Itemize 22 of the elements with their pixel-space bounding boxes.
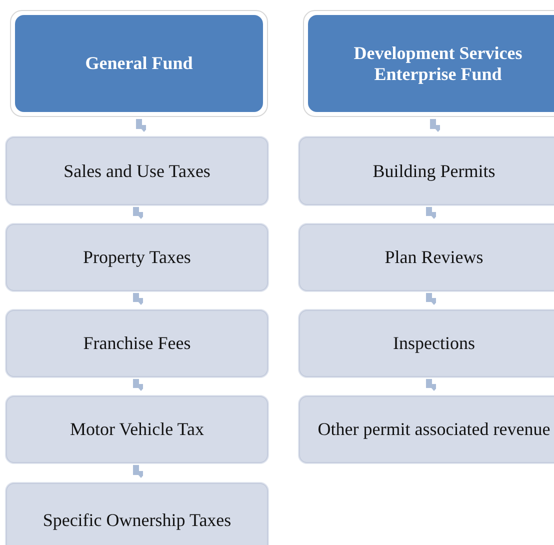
- fund-header-box: [10, 10, 268, 117]
- revenue-box: [299, 310, 554, 377]
- revenue-label: Building Permits: [372, 160, 496, 182]
- revenue-label: Other permit associated revenue: [318, 419, 550, 440]
- revenue-label: Motor Vehicle Tax: [70, 419, 204, 440]
- revenue-label: Property Taxes: [83, 247, 191, 268]
- revenue-box: [299, 137, 554, 205]
- fund-title: General Fund: [84, 53, 194, 74]
- revenue-box: [6, 224, 268, 291]
- revenue-box: [299, 224, 554, 291]
- revenue-label: Plan Reviews: [384, 247, 484, 268]
- revenue-box: [299, 396, 554, 463]
- revenue-label: Sales and Use Taxes: [64, 160, 210, 182]
- revenue-label: Franchise Fees: [83, 333, 191, 354]
- revenue-box: [6, 483, 268, 545]
- revenue-box: [6, 310, 268, 377]
- fund-title: Development Services Enterprise Fund: [352, 42, 524, 84]
- revenue-box: [6, 396, 268, 463]
- fund-header-box: [303, 10, 554, 117]
- revenue-label: Inspections: [393, 333, 475, 354]
- revenue-label: Specific Ownership Taxes: [42, 510, 232, 531]
- revenue-box: [6, 137, 268, 205]
